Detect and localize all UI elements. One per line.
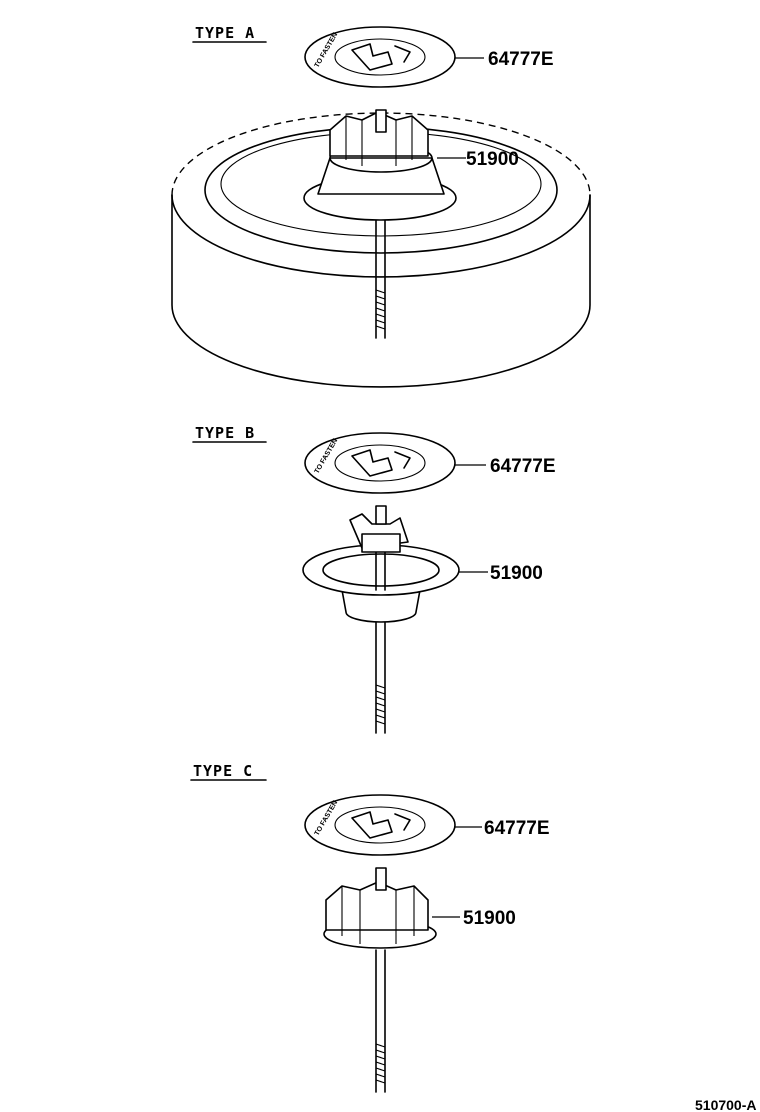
type-a-bolt-part-number: 51900 xyxy=(466,149,519,170)
type-b-label: TYPE B xyxy=(195,424,255,442)
type-b-section: TYPE B TO FASTEN 64777E 51900 xyxy=(192,424,556,734)
drawing-number: 510700-A xyxy=(695,1097,757,1112)
type-b-cover-icon: TO FASTEN xyxy=(304,432,456,494)
type-b-cover-part-number: 64777E xyxy=(490,456,556,477)
type-a-section: TYPE A TO FASTEN 64777E xyxy=(171,24,591,388)
type-a-bolt-icon xyxy=(303,109,457,339)
type-a-label: TYPE A xyxy=(195,24,255,42)
type-c-bolt-part-number: 51900 xyxy=(463,908,516,929)
type-c-label: TYPE C xyxy=(193,762,253,780)
type-c-section: TYPE C TO FASTEN 64777E 51900 xyxy=(190,762,550,1093)
type-b-bolt-part-number: 51900 xyxy=(490,563,543,584)
type-b-bolt-icon xyxy=(302,505,460,734)
type-a-cover-part-number: 64777E xyxy=(488,49,554,70)
type-c-cover-icon: TO FASTEN xyxy=(304,794,456,856)
type-c-bolt-icon xyxy=(323,867,437,1093)
type-c-cover-part-number: 64777E xyxy=(484,818,550,839)
type-a-cover-icon: TO FASTEN xyxy=(304,26,456,88)
